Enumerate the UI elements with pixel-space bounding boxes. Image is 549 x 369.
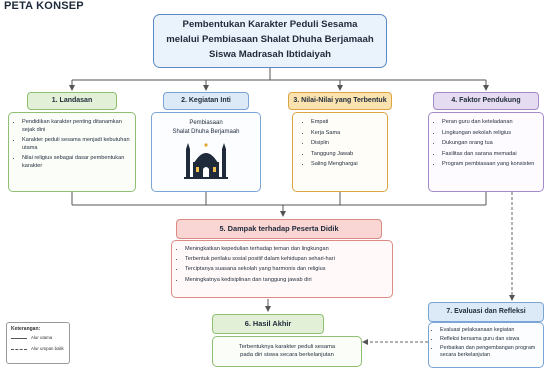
faktor-title: 4. Faktor Pendukung — [451, 97, 521, 104]
legend-box: Keterangan: Alur utama Alur umpan balik — [6, 322, 70, 364]
kegiatan-line-2: Shalat Dhuha Berjamaah — [172, 129, 240, 135]
nilai-item: Kerja Sama — [311, 130, 383, 138]
title-line-3: Siswa Madrasah Ibtidaiyah — [208, 49, 332, 60]
page-label: PETA KONSEP — [4, 0, 84, 12]
kegiatan-line-1: Pembiasaan — [189, 120, 223, 126]
nilai-item: Empati — [311, 119, 383, 127]
faktor-item: Program pembiasaan yang konsisten — [442, 161, 539, 169]
legend-row-dashed: Alur umpan balik — [7, 346, 69, 355]
main-title-box: Pembentukan Karakter Peduli Sesama melal… — [153, 14, 387, 68]
landasan-header: 1. Landasan — [27, 92, 117, 110]
evaluasi-item: Refleksi bersama guru dan siswa — [440, 336, 539, 343]
nilai-card: Empati Kerja Sama Disiplin Tanggung Jawa… — [292, 112, 388, 192]
dampak-header: 5. Dampak terhadap Peserta Didik — [176, 219, 382, 239]
nilai-item: Tanggung Jawab — [311, 151, 383, 159]
hasil-header: 6. Hasil Akhir — [212, 314, 324, 334]
legend-dashed-line-icon — [11, 349, 27, 350]
legend-row-solid: Alur utama — [7, 335, 69, 344]
kegiatan-header: 2. Kegiatan Inti — [163, 92, 249, 110]
hasil-line-1: Terbentuknya karakter peduli sesama — [238, 344, 336, 350]
legend-title: Keterangan: — [11, 326, 41, 332]
faktor-item: Lingkungan sekolah religius — [442, 130, 539, 138]
faktor-item: Dukungan orang tua — [442, 140, 539, 148]
faktor-item: Peran guru dan keteladanan — [442, 119, 539, 127]
hasil-card: Terbentuknya karakter peduli sesama pada… — [212, 336, 362, 367]
evaluasi-title: 7. Evaluasi dan Refleksi — [446, 308, 526, 315]
hasil-title: 6. Hasil Akhir — [244, 319, 292, 328]
faktor-card: Peran guru dan keteladanan Lingkungan se… — [428, 112, 544, 192]
landasan-title: 1. Landasan — [51, 97, 93, 104]
faktor-header: 4. Faktor Pendukung — [433, 92, 539, 110]
landasan-item: Pendidikan karakter penting ditanamkan s… — [22, 119, 131, 134]
landasan-item: Nilai religius sebagai dasar pembentukan… — [22, 155, 131, 170]
kegiatan-title: 2. Kegiatan Inti — [181, 97, 231, 104]
legend-solid-line-icon — [11, 338, 27, 339]
nilai-item: Saling Menghargai — [311, 161, 383, 169]
dampak-card: Meningkatkan kepedulian terhadap teman d… — [171, 240, 393, 298]
faktor-item: Fasilitas dan sarana memadai — [442, 151, 539, 159]
kegiatan-card: Pembiasaan Shalat Dhuha Berjamaah — [151, 112, 261, 192]
dampak-item: Meningkatnya kedisiplinan dan tanggung j… — [185, 277, 388, 285]
evaluasi-item: Evaluasi pelaksanaan kegiatan — [440, 327, 539, 334]
landasan-card: Pendidikan karakter penting ditanamkan s… — [8, 112, 136, 192]
title-line-2: melalui Pembiasaan Shalat Dhuha Berjamaa… — [166, 34, 374, 45]
dampak-item: Meningkatkan kepedulian terhadap teman d… — [185, 246, 388, 254]
dampak-item: Terbentuk perilaku sosial positif dalam … — [185, 256, 388, 264]
evaluasi-item: Perbaikan dan pengembangan program secar… — [440, 345, 539, 359]
title-line-1: Pembentukan Karakter Peduli Sesama — [182, 19, 358, 30]
hasil-line-2: pada diri siswa secara berkelanjutan — [240, 352, 334, 358]
landasan-item: Karakter peduli sesama menjadi kebutuhan… — [22, 137, 131, 152]
legend-dashed-label: Alur umpan balik — [31, 346, 64, 351]
dampak-title: 5. Dampak terhadap Peserta Didik — [219, 224, 339, 233]
evaluasi-card: Evaluasi pelaksanaan kegiatan Refleksi b… — [428, 322, 544, 368]
nilai-item: Disiplin — [311, 140, 383, 148]
evaluasi-header: 7. Evaluasi dan Refleksi — [428, 302, 544, 322]
dampak-item: Terciptanya suasana sekolah yang harmoni… — [185, 266, 388, 274]
nilai-header: 3. Nilai-Nilai yang Terbentuk — [288, 92, 392, 110]
nilai-title: 3. Nilai-Nilai yang Terbentuk — [293, 97, 387, 104]
legend-solid-label: Alur utama — [31, 335, 53, 340]
mosque-icon — [184, 143, 228, 179]
